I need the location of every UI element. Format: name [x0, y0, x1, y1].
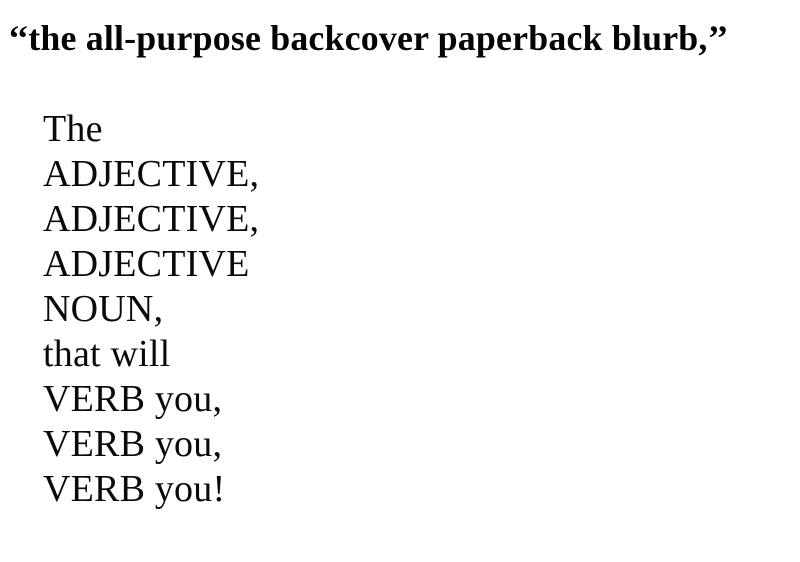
page-title: ‘‘the all-purpose backcover paperback bl… [8, 16, 788, 60]
closing-quote-mark: ’’ [707, 18, 729, 58]
blurb-line: VERB you, [43, 423, 223, 465]
blurb-text-block: The ADJECTIVE, ADJECTIVE, ADJECTIVE NOUN… [43, 107, 543, 512]
opening-quote-mark: ‘‘ [8, 18, 29, 58]
blurb-line: ADJECTIVE [43, 243, 250, 285]
blurb-line: VERB you, [43, 378, 223, 420]
blurb-line: VERB you! [43, 468, 226, 510]
page-title-text: the all-purpose backcover paperback blur… [28, 18, 708, 58]
blurb-line: ADJECTIVE, [43, 153, 260, 195]
blurb-line: The [43, 108, 103, 150]
blurb-line: ADJECTIVE, [43, 198, 260, 240]
blurb-line: that will [43, 333, 171, 375]
blurb-line: NOUN, [43, 288, 164, 330]
